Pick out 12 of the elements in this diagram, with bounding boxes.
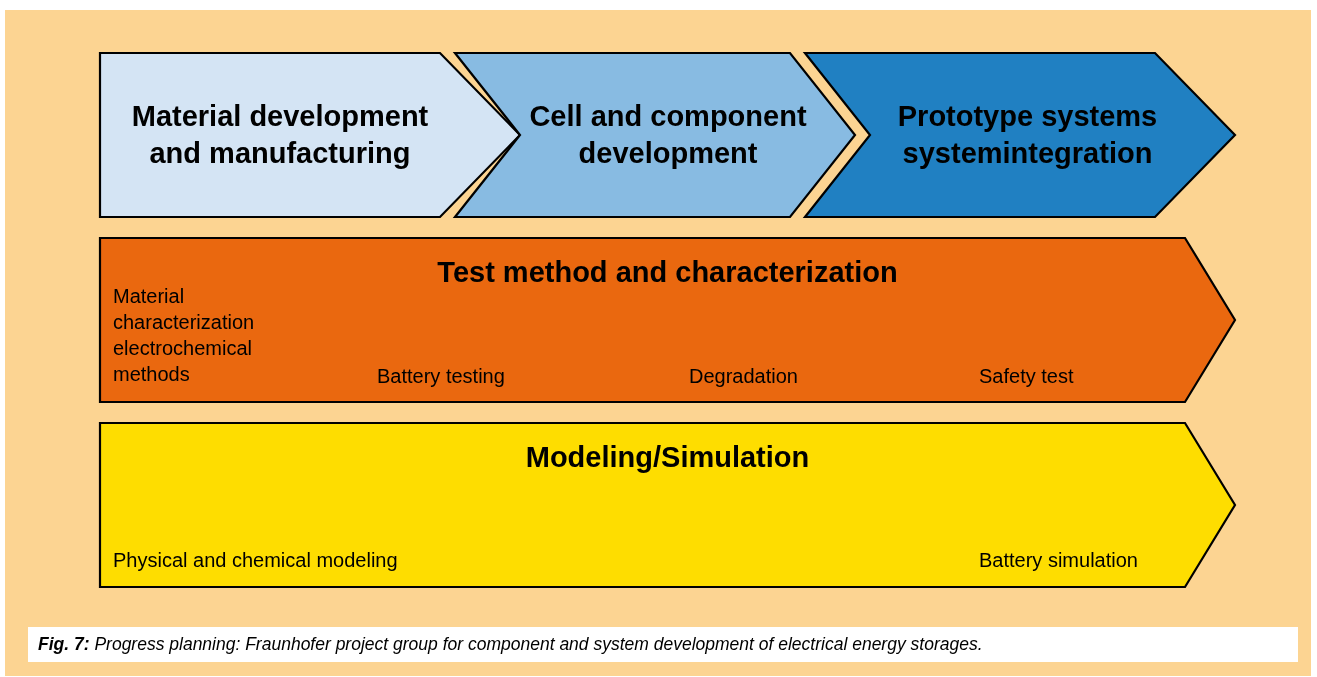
heading-text: Modeling/Simulation	[524, 440, 811, 475]
item-label: Material characterization electrochemical methods	[113, 284, 256, 387]
item-label: Battery simulation	[979, 548, 1138, 573]
heading-text: Cell and component development	[528, 99, 808, 171]
heading-text: Prototype systems systemintegration	[896, 99, 1159, 171]
figure-caption: Fig. 7: Progress planning: Fraunhofer project group for component and system development of electrical energy storages.	[28, 627, 1298, 662]
heading-text: Test method and characterization	[436, 255, 899, 290]
item-label: Safety test	[979, 364, 1074, 389]
item-label: Physical and chemical modeling	[113, 548, 398, 573]
heading-text: Material development and manufacturing	[130, 99, 430, 171]
item-label: Degradation	[689, 364, 798, 389]
item-label: Battery testing	[377, 364, 505, 389]
